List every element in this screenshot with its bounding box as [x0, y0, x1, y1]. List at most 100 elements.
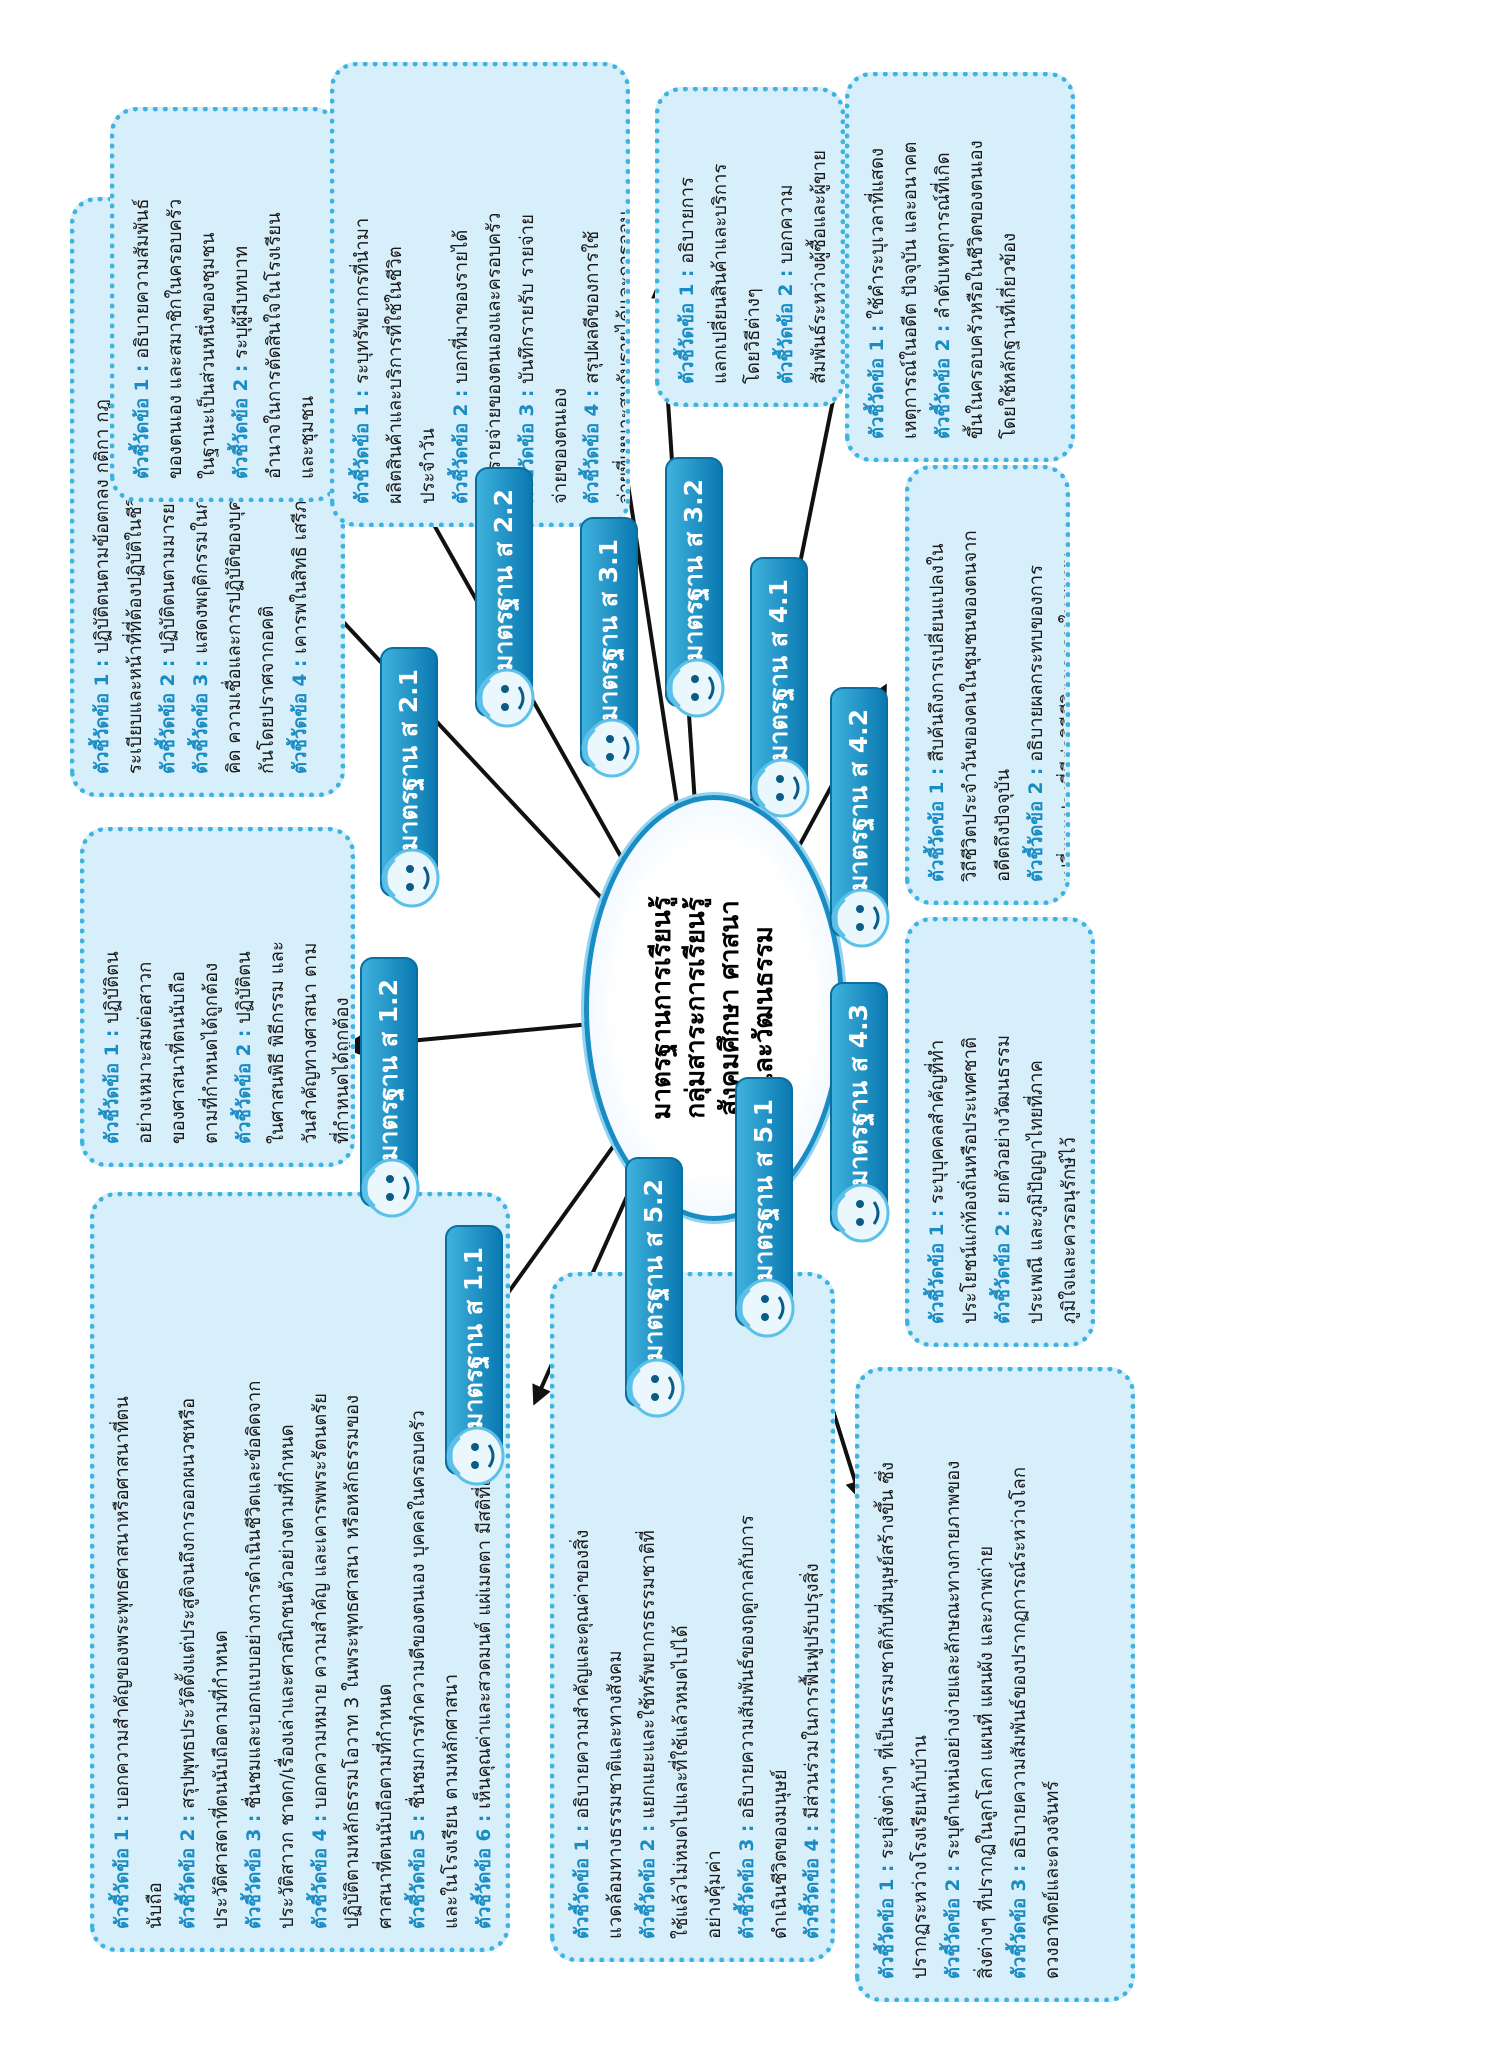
indicator-box-s51: ตัวชี้วัดข้อ 1 : ระบุสิ่งต่างๆ ที่เป็นธร… [855, 1367, 1135, 2002]
mascot-icon [831, 1183, 890, 1243]
indicator-line: และรายจ่ายของตนเองและครอบครัว [479, 85, 512, 504]
indicator-text: แวดล้อมทางธรรมชาติและทางสังคม [604, 1650, 626, 1939]
standard-s11: มาตรฐาน ส 1.1 [445, 1225, 505, 1486]
indicator-text: แลกเปลี่ยนสินค้าและบริการ [709, 163, 731, 384]
standard-s12: มาตรฐาน ส 1.2 [360, 957, 420, 1218]
indicator-line: ตัวชี้วัดข้อ 4 : สรุปผลดีของการใช้ [577, 85, 610, 504]
indicator-line: ตัวชี้วัดข้อ 1 : อธิบายการ [672, 110, 705, 384]
indicator-text: ชื่นชมและบอกแบบอย่างการดำเนินชีวิตและข้อ… [243, 1380, 265, 1815]
indicator-label: ตัวชี้วัดข้อ 4 : [289, 659, 311, 774]
indicator-line: ของสมาธิในพระพุทธศาสนาหรือการพัฒนาจิตตาม… [502, 1215, 510, 1929]
indicator-label: ตัวชี้วัดข้อ 1 : [132, 364, 153, 479]
indicator-text: อธิบายความสำคัญและคุณค่าของสิ่ง [572, 1529, 593, 1825]
standard-s43: มาตรฐาน ส 4.3 [830, 982, 890, 1243]
indicator-line: ของศาสนาที่ตนนับถือ [163, 850, 196, 1144]
indicator-line: ตัวชี้วัดข้อ 5 : ชื่นชมการทำความดีของตนเ… [403, 1215, 436, 1929]
indicator-text: เหตุการณ์ในอดีต ปัจจุบัน และอนาคต [899, 141, 921, 439]
indicator-box-s42: ตัวชี้วัดข้อ 1 : สืบค้นถึงการเปลี่ยนแปลง… [905, 465, 1070, 905]
indicator-line: ตัวชี้วัดข้อ 2 : อธิบายผลกระทบของการ [1021, 488, 1054, 882]
indicator-line: ตัวชี้วัดข้อ 2 : ลำดับเหตุการณ์ที่เกิด [928, 95, 961, 439]
indicator-text: กันโดยปราศจากอคติ [256, 605, 278, 774]
indicator-line: แลกเปลี่ยนสินค้าและบริการ [705, 110, 738, 384]
indicator-label: ตัวชี้วัดข้อ 2 : [233, 1029, 255, 1144]
mascot-icon [361, 1158, 420, 1218]
indicator-text: ประวัติศาสดาที่ตนนับถือตามที่กำหนด [210, 1630, 232, 1929]
indicator-text: ปฏิบัติตามหลักธรรมโอวาท 3 ในพระพุทธศาสนา… [342, 1394, 364, 1929]
indicator-text: เปลี่ยนแปลงที่มีต่อวิถีชีวิตของคนในชุมชน [1058, 551, 1070, 882]
indicator-line: ประวัติสาวก ชาดก/เรื่องเล่าและศาสนิกชนตั… [272, 1215, 305, 1929]
indicator-line: ตัวชี้วัดข้อ 2 : บอกที่มาของรายได้ [446, 85, 479, 504]
indicator-line: ตัวชี้วัดข้อ 4 : มีส่วนร่วมในการฟื้นฟูปร… [797, 1295, 830, 1939]
indicator-line: เปลี่ยนแปลงที่มีต่อวิถีชีวิตของคนในชุมชน [1054, 488, 1070, 882]
indicator-text: ประวัติสาวก ชาดก/เรื่องเล่าและศาสนิกชนตั… [276, 1424, 298, 1929]
indicator-text: อำนาจในการตัดสินใจในโรงเรียน [263, 212, 285, 479]
central-title-line-4: และวัฒนธรรม [748, 926, 779, 1090]
indicator-text: อธิบายความสัมพันธ์ของปรากฏการณ์ระหว่างโล… [1008, 1466, 1030, 1865]
mascot-icon [626, 1358, 685, 1418]
standard-s31-label: มาตรฐาน ส 3.1 [594, 539, 623, 722]
indicator-label: ตัวชี้วัดข้อ 1 : [112, 1814, 133, 1929]
indicator-line: วันสำคัญทางศาสนา ตาม [295, 850, 328, 1144]
indicator-line: ตัวชี้วัดข้อ 3 : ชื่นชมและบอกแบบอย่างการ… [239, 1215, 272, 1929]
indicator-line: อย่างคุ้มค่า [699, 1295, 732, 1939]
indicator-label: ตัวชี้วัดข้อ 1 : [867, 324, 888, 439]
indicator-label: ตัวชี้วัดข้อ 2 : [450, 389, 472, 504]
indicator-line: ตัวชี้วัดข้อ 1 : ใช้คำระบุเวลาที่แสดง [862, 95, 895, 439]
indicator-label: ตัวชี้วัดข้อ 1 : [927, 1209, 948, 1324]
indicator-text: ปฏิบัติตน [233, 951, 255, 1030]
indicator-box-s52: ตัวชี้วัดข้อ 1 : อธิบายความสำคัญและคุณค่… [550, 1272, 835, 1962]
indicator-label: ตัวชี้วัดข้อ 1 : [572, 1824, 593, 1939]
indicator-text: ดำเนินชีวิตของมนุษย์ [769, 1769, 791, 1939]
indicator-line: ตัวชี้วัดข้อ 1 : ระบุสิ่งต่างๆ ที่เป็นธร… [872, 1390, 905, 1979]
indicator-line: ศาสนาที่ตนนับถือตามที่กำหนด [370, 1215, 403, 1929]
indicator-text: สัมพันธ์ระหว่างผู้ซื้อและผู้ขาย [808, 150, 830, 384]
indicator-text: ในฐานะเป็นส่วนหนึ่งของชุมชน [197, 232, 219, 479]
indicator-line: ประวัติศาสดาที่ตนนับถือตามที่กำหนด [206, 1215, 239, 1929]
indicator-text: ประเพณี และภูมิปัญญาไทยที่ภาค [1025, 1060, 1047, 1324]
indicator-line: ที่กำหนดได้ถูกต้อง [327, 850, 355, 1144]
indicator-text: อดีตถึงปัจจุบัน [992, 768, 1014, 882]
indicator-line: วิถีชีวิตประจำวันของคนในชุมชนของตนจาก [955, 488, 988, 882]
indicator-text: ขึ้นในครอบครัวหรือในชีวิตของตนเอง [965, 140, 987, 439]
indicator-box-s41: ตัวชี้วัดข้อ 1 : ใช้คำระบุเวลาที่แสดงเหต… [845, 72, 1075, 462]
indicator-line: ประโยชน์แก่ท้องถิ่นหรือประเทศชาติ [955, 940, 988, 1324]
indicator-label: ตัวชี้วัดข้อ 2 : [1025, 767, 1047, 882]
indicator-line: ของตนเอง และสมาชิกในครอบครัว [160, 130, 193, 479]
standard-s22: มาตรฐาน ส 2.2 [475, 467, 535, 728]
indicator-text: วันสำคัญทางศาสนา ตาม [299, 942, 321, 1144]
indicator-label: ตัวชี้วัดข้อ 1 : [92, 659, 113, 774]
mascot-icon [751, 758, 810, 818]
indicator-line: ตัวชี้วัดข้อ 1 : บอกความสำคัญของพระพุทธศ… [107, 1215, 140, 1929]
indicator-text: ภูมิใจและควรอนุรักษ์ไว้ [1058, 1137, 1080, 1324]
indicator-text: ศาสนาที่ตนนับถือตามที่กำหนด [375, 1683, 397, 1929]
indicator-box-s12: ตัวชี้วัดข้อ 1 : ปฏิบัติตนอย่างเหมาะสมต่… [80, 827, 355, 1167]
indicator-text: ปรากฏระหว่างโรงเรียนกับบ้าน [909, 1735, 931, 1979]
indicator-text: ระบุสิ่งต่างๆ ที่เป็นธรรมชาติกับที่มนุษย… [877, 1461, 898, 1865]
standard-s51: มาตรฐาน ส 5.1 [735, 1077, 795, 1338]
standard-s43-label: มาตรฐาน ส 4.3 [844, 1004, 873, 1187]
indicator-label: ตัวชี้วัดข้อ 3 : [1008, 1864, 1030, 1979]
indicator-text: และในโรงเรียน ตามหลักศาสนา [441, 1673, 463, 1929]
indicator-text: ระบุตำแหน่งอย่างง่ายและลักษณะทางกายภาพขอ… [942, 1460, 964, 1865]
indicator-label: ตัวชี้วัดข้อ 2 : [932, 324, 954, 439]
indicator-label: ตัวชี้วัดข้อ 3 : [190, 659, 212, 774]
mascot-icon [666, 658, 725, 718]
indicator-text: จ่ายของตนเอง [549, 388, 571, 504]
indicator-text: ระบุบุคคลสำคัญที่ทำ [927, 1039, 948, 1210]
indicator-line: ตามที่กำหนดได้ถูกต้อง [196, 850, 229, 1144]
indicator-text: ของตนเอง และสมาชิกในครอบครัว [164, 198, 186, 479]
indicator-text: อธิบายความสัมพันธ์ของฤดูกาลกับการ [736, 1515, 758, 1825]
indicator-label: ตัวชี้วัดข้อ 2 : [992, 1209, 1014, 1324]
standard-s42: มาตรฐาน ส 4.2 [830, 687, 890, 948]
standard-s51-label: มาตรฐาน ส 5.1 [749, 1099, 778, 1282]
indicator-label: ตัวชี้วัดข้อ 1 : [352, 389, 373, 504]
indicator-text: นับถือ [144, 1882, 166, 1929]
indicator-text: อธิบายผลกระทบของการ [1025, 564, 1047, 768]
indicator-label: ตัวชี้วัดข้อ 2 : [637, 1824, 659, 1939]
indicator-line: อดีตถึงปัจจุบัน [988, 488, 1021, 882]
indicator-label: ตัวชี้วัดข้อ 1 : [877, 1864, 898, 1979]
standard-s41: มาตรฐาน ส 4.1 [750, 557, 810, 818]
indicator-line: ตัวชี้วัดข้อ 2 : สรุปพุทธประวัติตั้งแต่ป… [173, 1215, 206, 1929]
indicator-label: ตัวชี้วัดข้อ 2 : [942, 1864, 964, 1979]
indicator-text: โดยวิธีต่างๆ [742, 288, 764, 384]
